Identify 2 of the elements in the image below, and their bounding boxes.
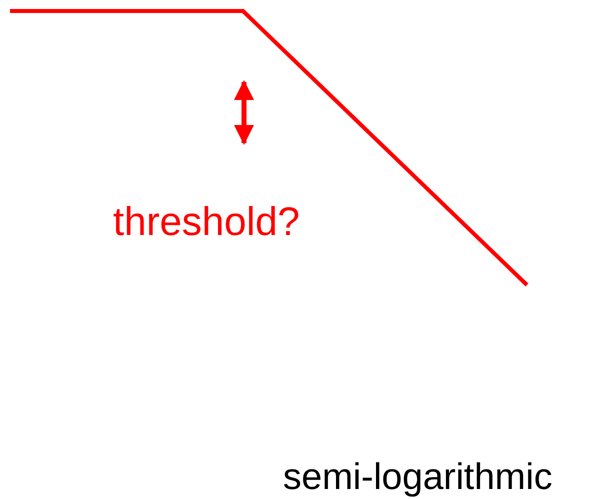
- annotation-text: threshold?: [113, 202, 300, 242]
- caption-text: semi-logarithmic: [283, 458, 552, 495]
